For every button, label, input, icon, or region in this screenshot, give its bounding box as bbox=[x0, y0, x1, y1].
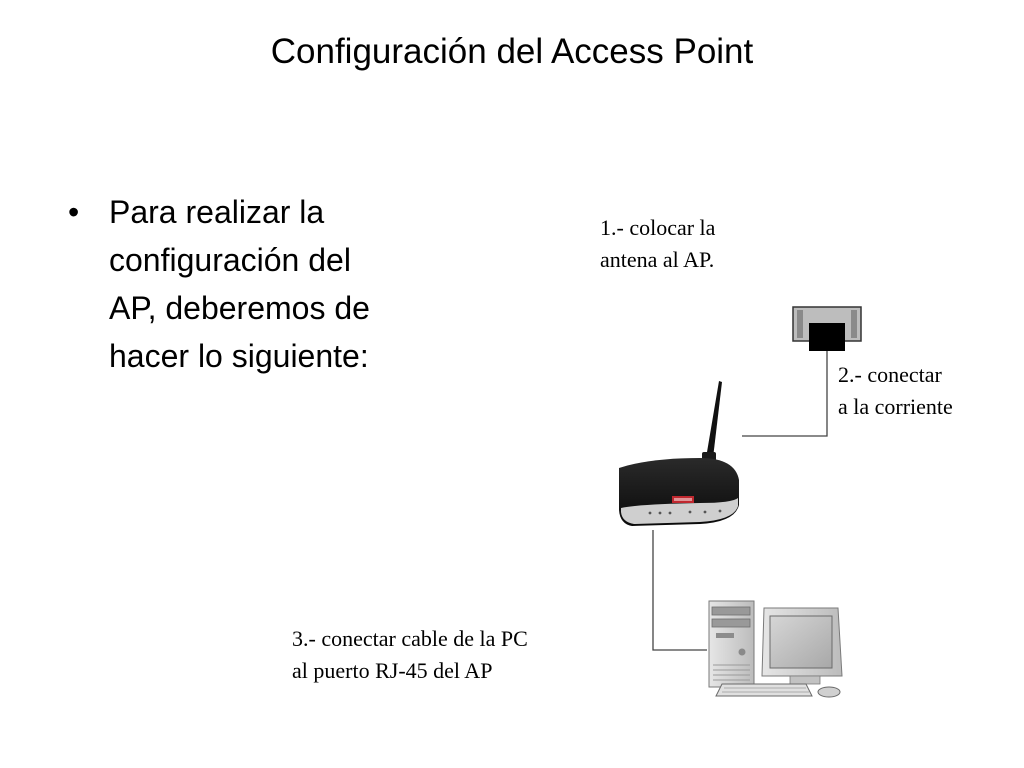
step-1-note: 1.- colocar la antena al AP. bbox=[600, 212, 715, 276]
step-3-line: 3.- conectar cable de la PC bbox=[292, 626, 528, 651]
step-3-line: al puerto RJ-45 del AP bbox=[292, 658, 493, 683]
power-outlet-icon bbox=[792, 306, 862, 351]
step-2-line: a la corriente bbox=[838, 394, 953, 419]
step-1-line: antena al AP. bbox=[600, 247, 715, 272]
bullet-line: AP, deberemos de bbox=[109, 290, 370, 326]
power-connector-line bbox=[742, 348, 828, 437]
bullet-line: hacer lo siguiente: bbox=[109, 338, 369, 374]
desktop-pc-icon bbox=[708, 600, 843, 698]
bullet-line: Para realizar la bbox=[109, 194, 325, 230]
ethernet-connector-line bbox=[652, 530, 707, 651]
connector-lines bbox=[652, 348, 828, 651]
bullet-text: Para realizar la configuración del AP, d… bbox=[109, 188, 449, 380]
bullet-marker: • bbox=[68, 194, 80, 230]
step-3-note: 3.- conectar cable de la PC al puerto RJ… bbox=[292, 623, 528, 687]
step-2-line: 2.- conectar bbox=[838, 362, 942, 387]
step-1-line: 1.- colocar la bbox=[600, 215, 716, 240]
step-2-note: 2.- conectar a la corriente bbox=[838, 359, 953, 423]
bullet-line: configuración del bbox=[109, 242, 351, 278]
slide-title: Configuración del Access Point bbox=[270, 32, 754, 71]
wireless-router-icon bbox=[619, 381, 739, 526]
